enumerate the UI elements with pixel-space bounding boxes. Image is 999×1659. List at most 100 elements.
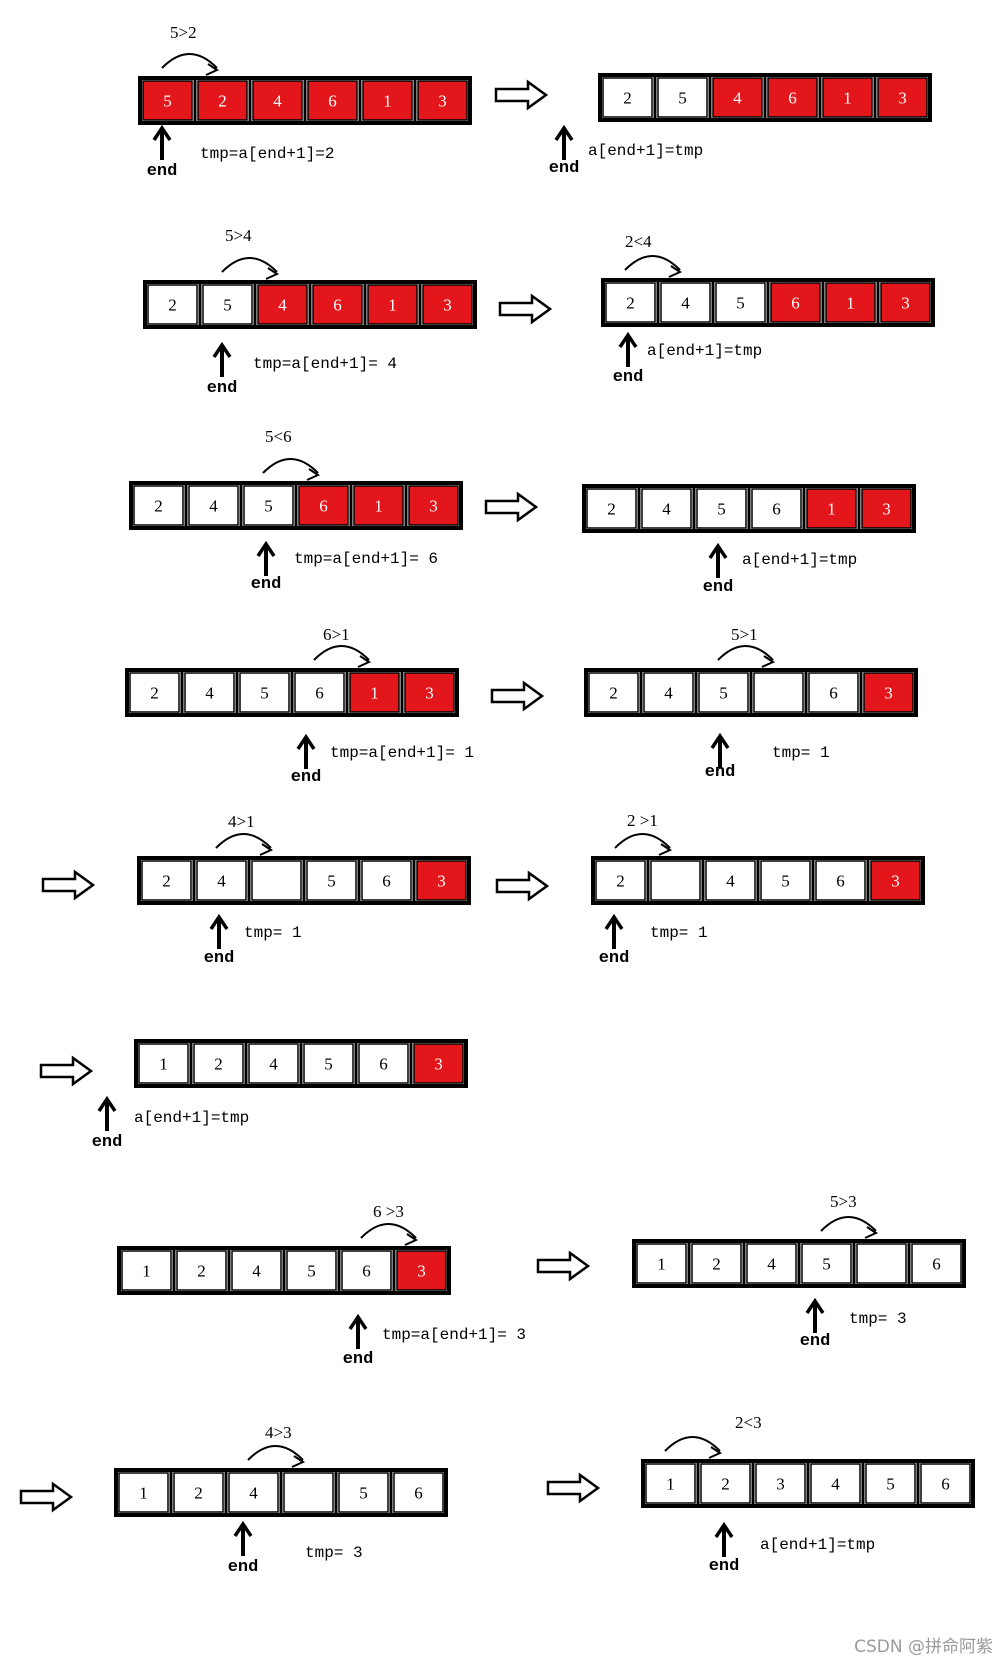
- cell-value: 5: [717, 500, 726, 519]
- cell-value: 6: [836, 872, 845, 891]
- array-cell: [691, 1243, 742, 1284]
- cell-value: 2: [168, 296, 177, 315]
- compare-arc: [717, 645, 774, 661]
- end-pointer-head: [554, 124, 574, 141]
- cell-value: 4: [726, 872, 735, 891]
- array-cell: [129, 672, 180, 713]
- cell-value: 2: [162, 872, 171, 891]
- end-label: end: [705, 763, 736, 782]
- compare-arc: [221, 257, 278, 273]
- array-cell: [865, 1463, 916, 1504]
- compare-arc: [820, 1216, 877, 1232]
- compare-arc: [161, 53, 218, 69]
- array-cell: [307, 80, 358, 121]
- array-cell: [228, 1472, 279, 1513]
- cell-value: 2: [607, 500, 616, 519]
- end-pointer-head: [233, 1520, 253, 1537]
- compare-arc: [624, 255, 681, 271]
- array-cell: [825, 282, 876, 323]
- compare-arc-head: [205, 63, 220, 76]
- cell-value: 4: [217, 872, 226, 891]
- cell-value: 6: [772, 500, 781, 519]
- cell-value: 3: [898, 89, 907, 108]
- cell-value: 4: [209, 497, 218, 516]
- array-cell: [173, 1472, 224, 1513]
- array-cell: [715, 282, 766, 323]
- compare-label: 2<3: [735, 1413, 762, 1432]
- array-cell: [822, 77, 873, 118]
- cell-value: 5: [736, 294, 745, 313]
- cell-value: 6: [932, 1255, 941, 1274]
- cell-value: 6: [328, 92, 337, 111]
- cell-value: 4: [662, 500, 671, 519]
- cell-value: 4: [205, 684, 214, 703]
- cell-value: 1: [139, 1484, 148, 1503]
- array-cell: [396, 1250, 447, 1291]
- cell-value: 1: [657, 1255, 666, 1274]
- array-cell: [870, 860, 921, 901]
- array-cell: [588, 672, 639, 713]
- array-cell: [362, 80, 413, 121]
- cell-value: 1: [846, 294, 855, 313]
- cell-value: 4: [664, 684, 673, 703]
- end-label: end: [800, 1332, 831, 1351]
- compare-arc-head: [357, 655, 372, 668]
- array-cell: [243, 485, 294, 526]
- cell-value: 5: [324, 1055, 333, 1074]
- cell-value: 6: [319, 497, 328, 516]
- array-cell: [303, 1043, 354, 1084]
- end-label: end: [251, 575, 282, 594]
- array-cell: [312, 284, 363, 325]
- cell-value: 2: [194, 1484, 203, 1503]
- array-cell: [877, 77, 928, 118]
- end-pointer-head: [714, 1521, 734, 1538]
- array-cell: [770, 282, 821, 323]
- cell-value: 4: [733, 89, 742, 108]
- array-cell: [422, 284, 473, 325]
- compare-arc-head: [761, 655, 776, 668]
- array-cell: [705, 860, 756, 901]
- array-cell: [815, 860, 866, 901]
- cell-value: 5: [822, 1255, 831, 1274]
- cell-value: 2: [197, 1262, 206, 1281]
- compare-arc-head: [658, 843, 673, 856]
- cell-value: 4: [831, 1475, 840, 1494]
- cell-value: 6: [333, 296, 342, 315]
- cell-value: 5: [359, 1484, 368, 1503]
- cell-value: 4: [249, 1484, 258, 1503]
- end-label: end: [343, 1350, 374, 1369]
- end-pointer-head: [152, 124, 172, 141]
- array-cell: [810, 1463, 861, 1504]
- cell-value: 3: [891, 872, 900, 891]
- end-pointer-head: [256, 540, 276, 557]
- end-pointer-head: [708, 542, 728, 559]
- cell-value: 1: [374, 497, 383, 516]
- array-cell: [767, 77, 818, 118]
- array-cell: [413, 1043, 464, 1084]
- array-cell: [416, 860, 467, 901]
- array-cell: [283, 1472, 334, 1513]
- cell-value: 4: [278, 296, 287, 315]
- array-cell: [755, 1463, 806, 1504]
- cell-value: 6: [362, 1262, 371, 1281]
- next-step-arrow: [494, 79, 549, 111]
- tmp-label: a[end+1]=tmp: [742, 551, 857, 569]
- array-cell: [645, 1463, 696, 1504]
- cell-value: 5: [327, 872, 336, 891]
- cell-value: 2: [214, 1055, 223, 1074]
- next-step-arrow: [484, 491, 539, 523]
- array-cell: [196, 860, 247, 901]
- array-cell: [252, 80, 303, 121]
- tmp-label: a[end+1]=tmp: [760, 1536, 875, 1554]
- cell-value: 2: [712, 1255, 721, 1274]
- array-cell: [657, 77, 708, 118]
- compare-label: 5>1: [731, 625, 758, 644]
- cell-value: 6: [788, 89, 797, 108]
- compare-arc-head: [265, 267, 280, 280]
